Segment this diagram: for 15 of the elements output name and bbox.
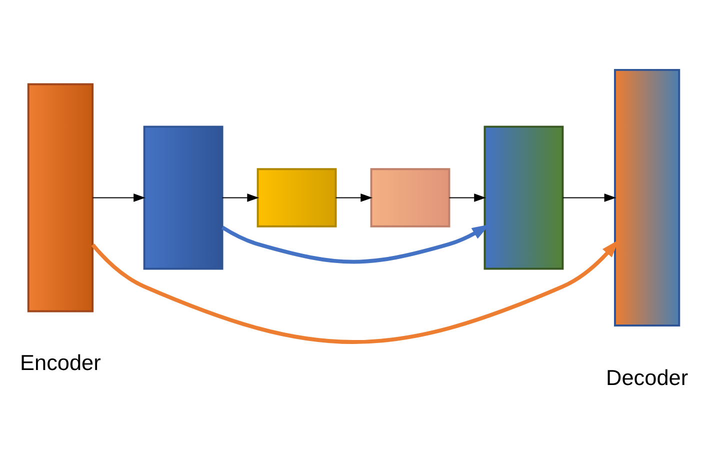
label: Decoder [606, 364, 688, 390]
arrow [221, 224, 490, 264]
node-box [256, 168, 337, 228]
node-box [484, 126, 564, 270]
arrow [91, 240, 619, 344]
arrow [335, 194, 372, 202]
arrow [562, 194, 616, 202]
node-box [143, 126, 224, 270]
node-box [614, 68, 680, 326]
arrow [92, 194, 146, 202]
node-box [27, 83, 94, 312]
arrow [448, 194, 486, 202]
label: Encoder [20, 350, 101, 376]
node-box [370, 168, 450, 228]
arrow [222, 194, 259, 202]
